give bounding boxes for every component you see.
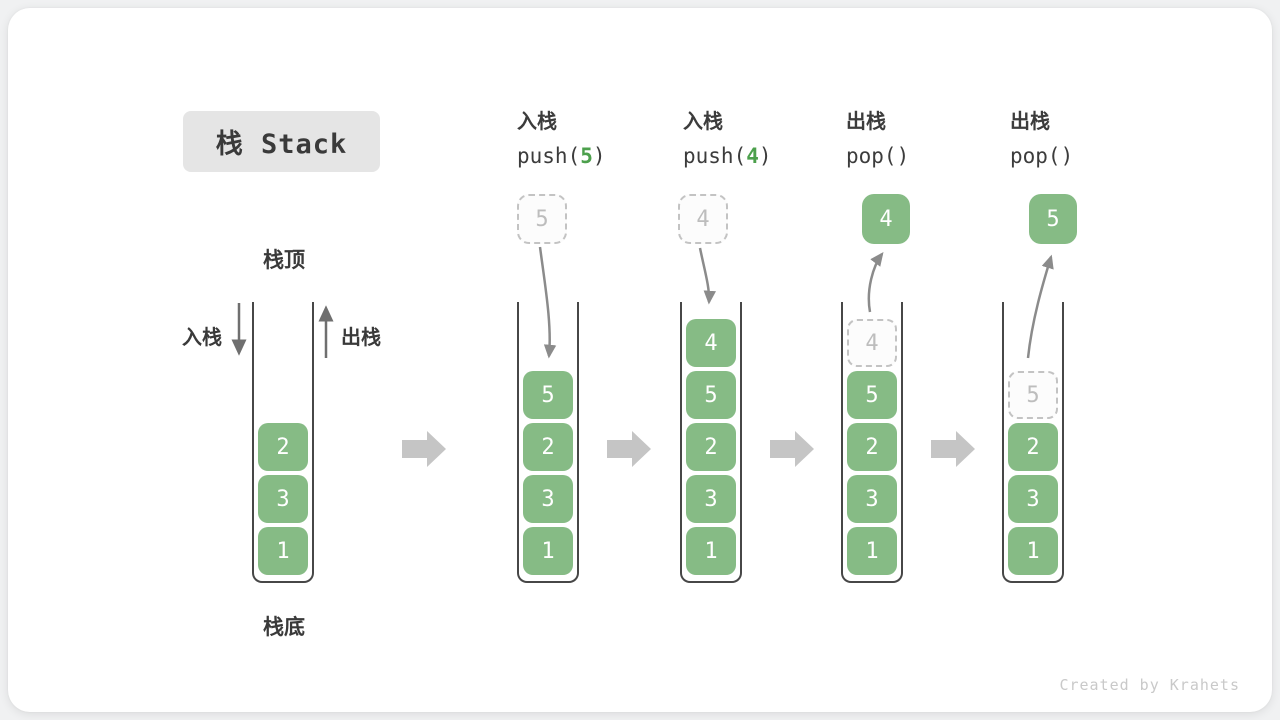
operation-header-push4: 入栈 push(4) — [683, 105, 772, 168]
ghost-slot: 4 — [847, 319, 897, 367]
code-prefix: push( — [517, 144, 581, 168]
operation-code: pop() — [1010, 144, 1073, 168]
diagram-title: 栈 Stack — [183, 111, 380, 172]
code-arg: 4 — [746, 144, 759, 168]
stack-element: 3 — [523, 475, 573, 523]
code-suffix: ) — [1060, 144, 1074, 168]
pop-side-label: 出栈 — [341, 327, 381, 349]
operation-header-pop2: 出栈 pop() — [1010, 105, 1073, 168]
ghost-slot: 5 — [1008, 371, 1058, 419]
stack-element: 1 — [1008, 527, 1058, 575]
incoming-value-box: 4 — [678, 194, 728, 244]
code-arg: 5 — [580, 144, 593, 168]
operation-label: 出栈 — [846, 111, 886, 133]
stack-element: 3 — [847, 475, 897, 523]
stack-element: 4 — [686, 319, 736, 367]
stack-element: 2 — [847, 423, 897, 471]
incoming-value-box: 5 — [517, 194, 567, 244]
stack-element: 3 — [686, 475, 736, 523]
stack-well-4 — [841, 302, 903, 583]
stack-top-label: 栈顶 — [263, 249, 305, 272]
stack-well-5 — [1002, 302, 1064, 583]
code-suffix: ) — [758, 144, 772, 168]
stack-element: 1 — [686, 527, 736, 575]
stack-element: 3 — [258, 475, 308, 523]
stack-element: 2 — [1008, 423, 1058, 471]
operation-code: pop() — [846, 144, 909, 168]
stack-element: 2 — [523, 423, 573, 471]
operation-code: push(4) — [683, 144, 772, 168]
operation-code: push(5) — [517, 144, 606, 168]
stack-well-3 — [680, 302, 742, 583]
stack-element: 3 — [1008, 475, 1058, 523]
stack-element: 2 — [258, 423, 308, 471]
popped-value-box: 5 — [1029, 194, 1077, 244]
code-prefix: pop( — [1010, 144, 1061, 168]
code-prefix: push( — [683, 144, 747, 168]
stack-well-2 — [517, 302, 579, 583]
stack-element: 2 — [686, 423, 736, 471]
stack-element: 1 — [847, 527, 897, 575]
operation-label: 入栈 — [517, 111, 557, 133]
stack-element: 1 — [258, 527, 308, 575]
code-prefix: pop( — [846, 144, 897, 168]
popped-value-box: 4 — [862, 194, 910, 244]
watermark: Created by Krahets — [1059, 676, 1240, 694]
push-side-label: 入栈 — [182, 327, 222, 349]
operation-header-push5: 入栈 push(5) — [517, 105, 606, 168]
code-suffix: ) — [592, 144, 606, 168]
stack-bottom-label: 栈底 — [263, 616, 305, 639]
stack-well-1 — [252, 302, 314, 583]
operation-label: 出栈 — [1010, 111, 1050, 133]
operation-label: 入栈 — [683, 111, 723, 133]
code-suffix: ) — [896, 144, 910, 168]
stack-element: 1 — [523, 527, 573, 575]
operation-header-pop1: 出栈 pop() — [846, 105, 909, 168]
stack-element: 5 — [847, 371, 897, 419]
stack-element: 5 — [686, 371, 736, 419]
stack-element: 5 — [523, 371, 573, 419]
